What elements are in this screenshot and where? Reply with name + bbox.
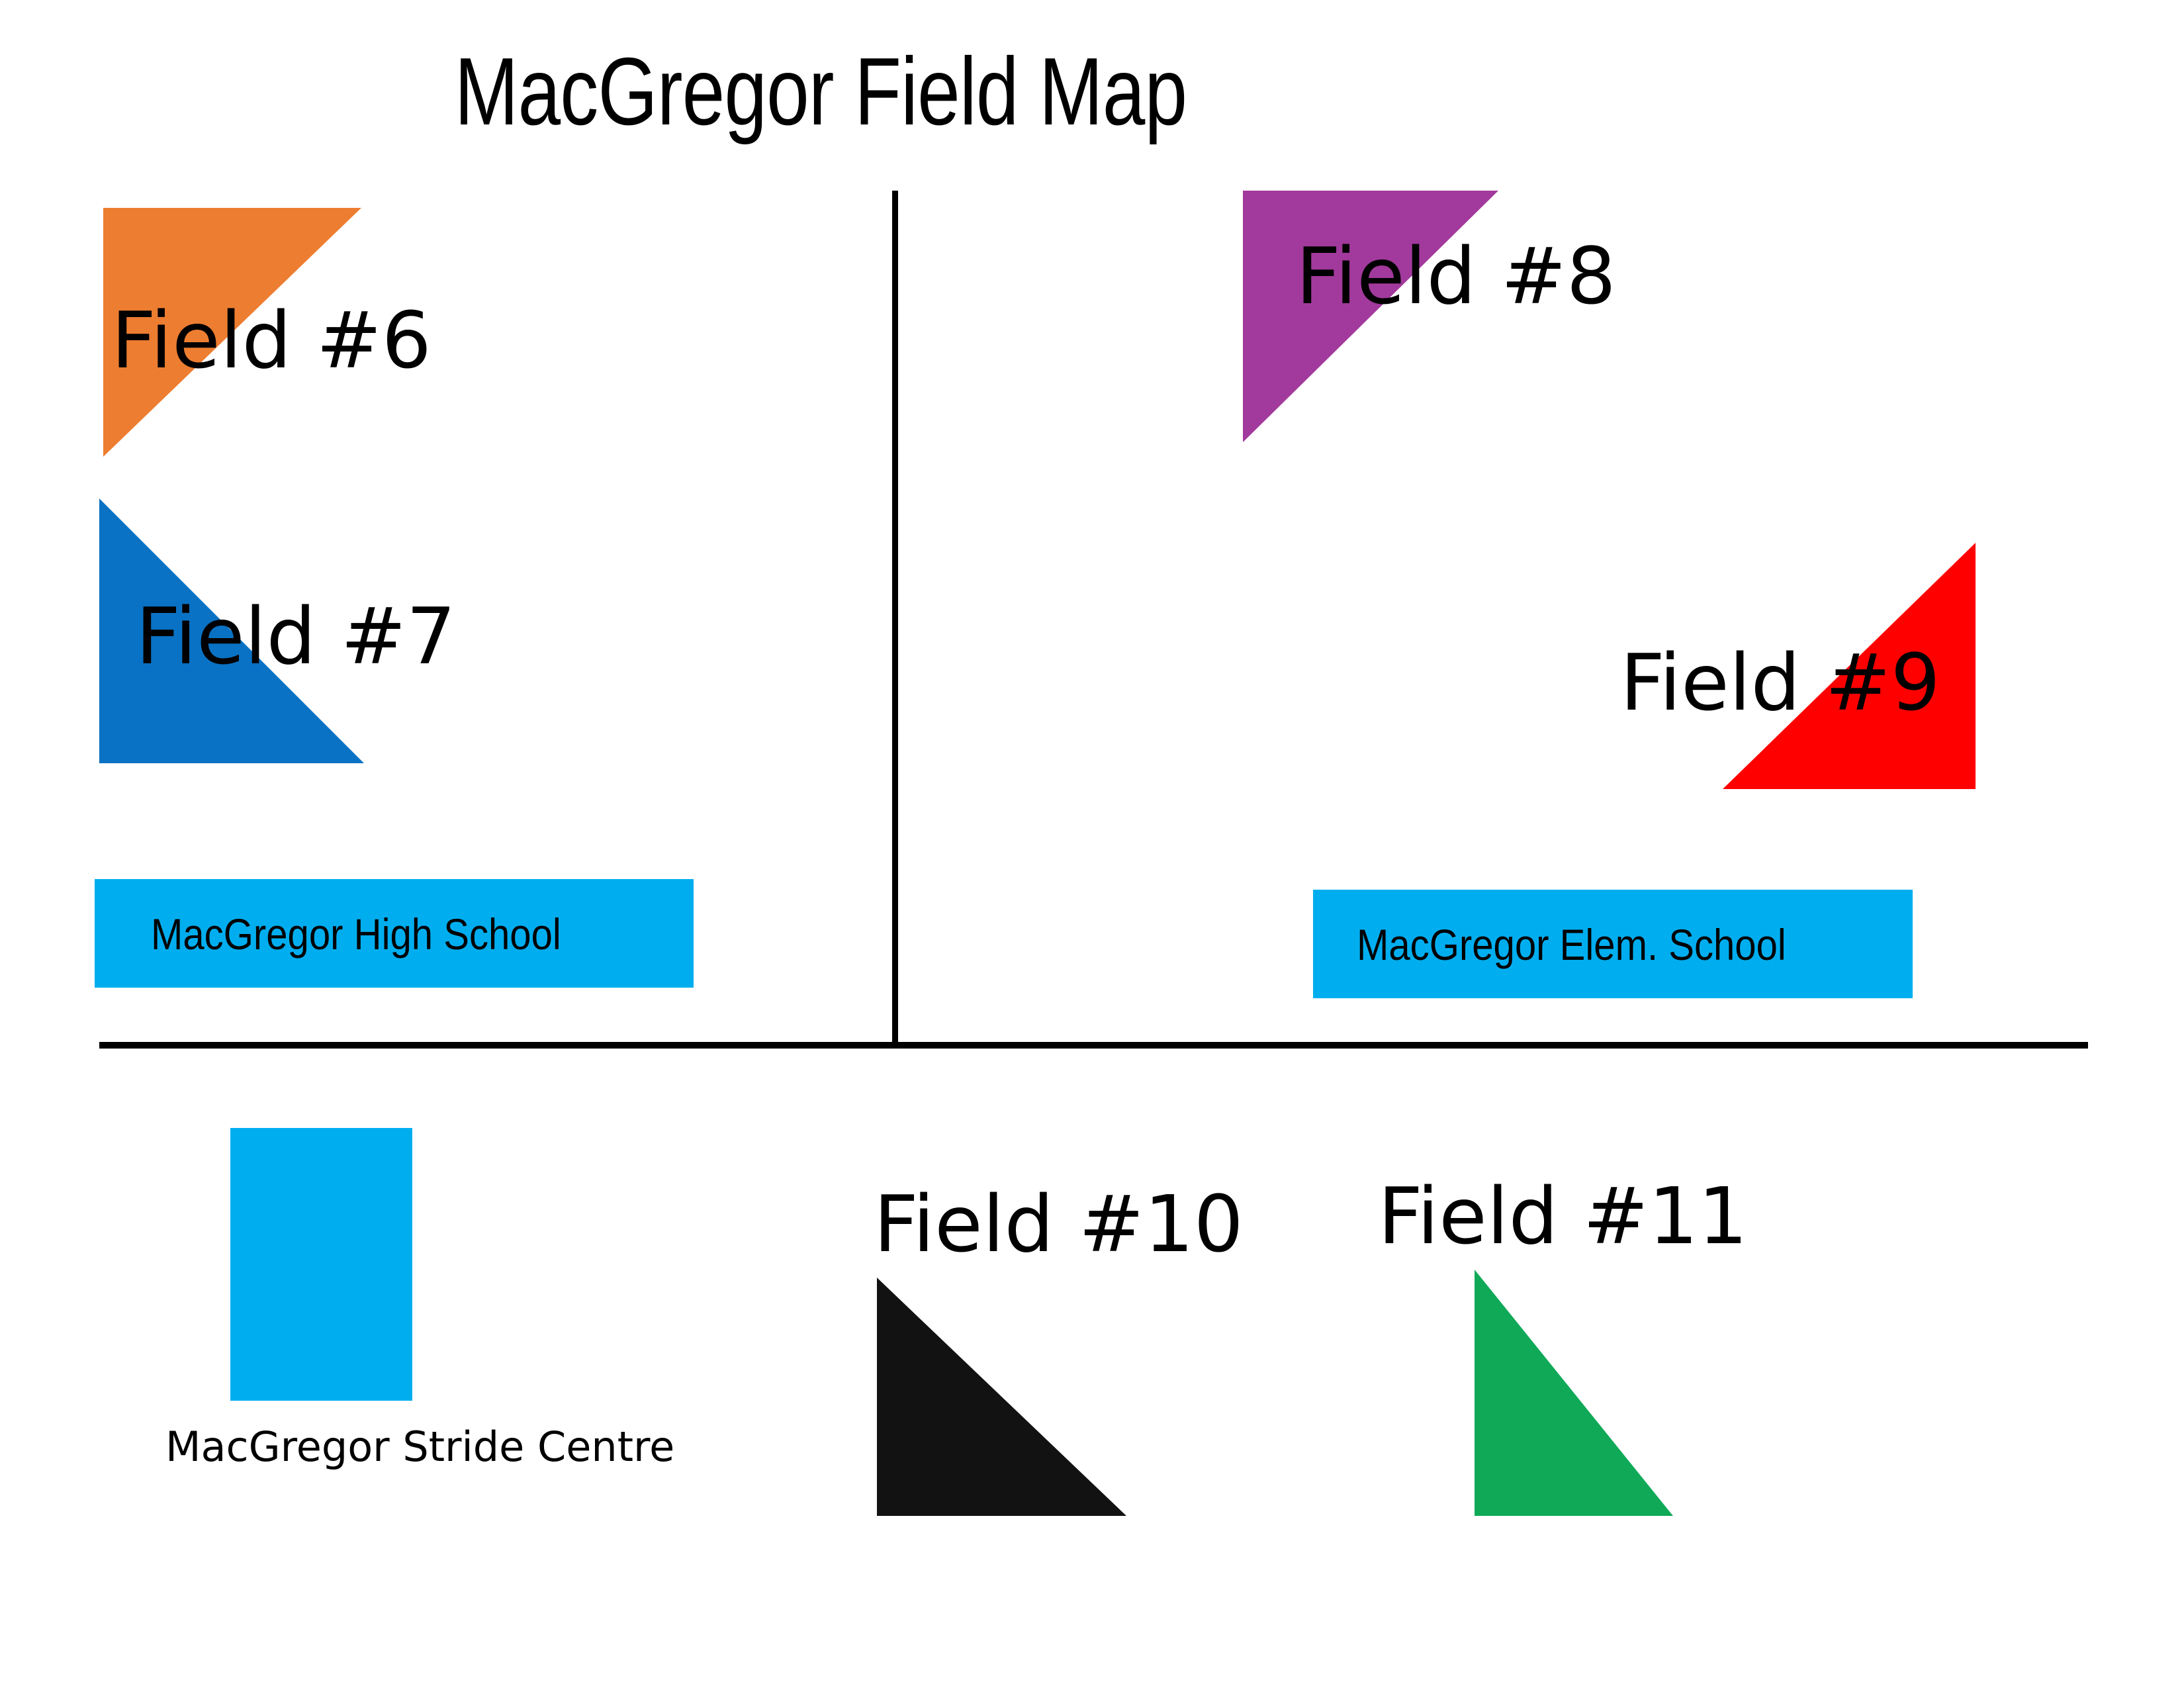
- horizontal-divider-line: [99, 1042, 2088, 1049]
- field-10-shape[interactable]: [877, 1278, 1126, 1516]
- field-9-label: Field #9: [1620, 637, 1940, 728]
- macgregor-elem-school-label: MacGregor Elem. School: [1357, 920, 1786, 969]
- field-10-label: Field #10: [874, 1178, 1244, 1270]
- vertical-divider-line: [892, 191, 898, 1046]
- page-title: MacGregor Field Map: [454, 38, 1187, 145]
- macgregor-elem-school-shape[interactable]: [1313, 890, 1913, 998]
- field-8-label: Field #8: [1296, 230, 1616, 322]
- field-7-label: Field #7: [136, 590, 456, 682]
- field-11-shape[interactable]: [1475, 1270, 1673, 1516]
- macgregor-stride-centre-shape[interactable]: [230, 1128, 412, 1401]
- field-6-label: Field #6: [111, 295, 432, 386]
- macgregor-stride-centre-label: MacGregor Stride Centre: [165, 1423, 675, 1471]
- macgregor-high-school-shape[interactable]: [95, 879, 694, 988]
- macgregor-high-school-label: MacGregor High School: [151, 910, 561, 959]
- field-11-label: Field #11: [1378, 1170, 1748, 1262]
